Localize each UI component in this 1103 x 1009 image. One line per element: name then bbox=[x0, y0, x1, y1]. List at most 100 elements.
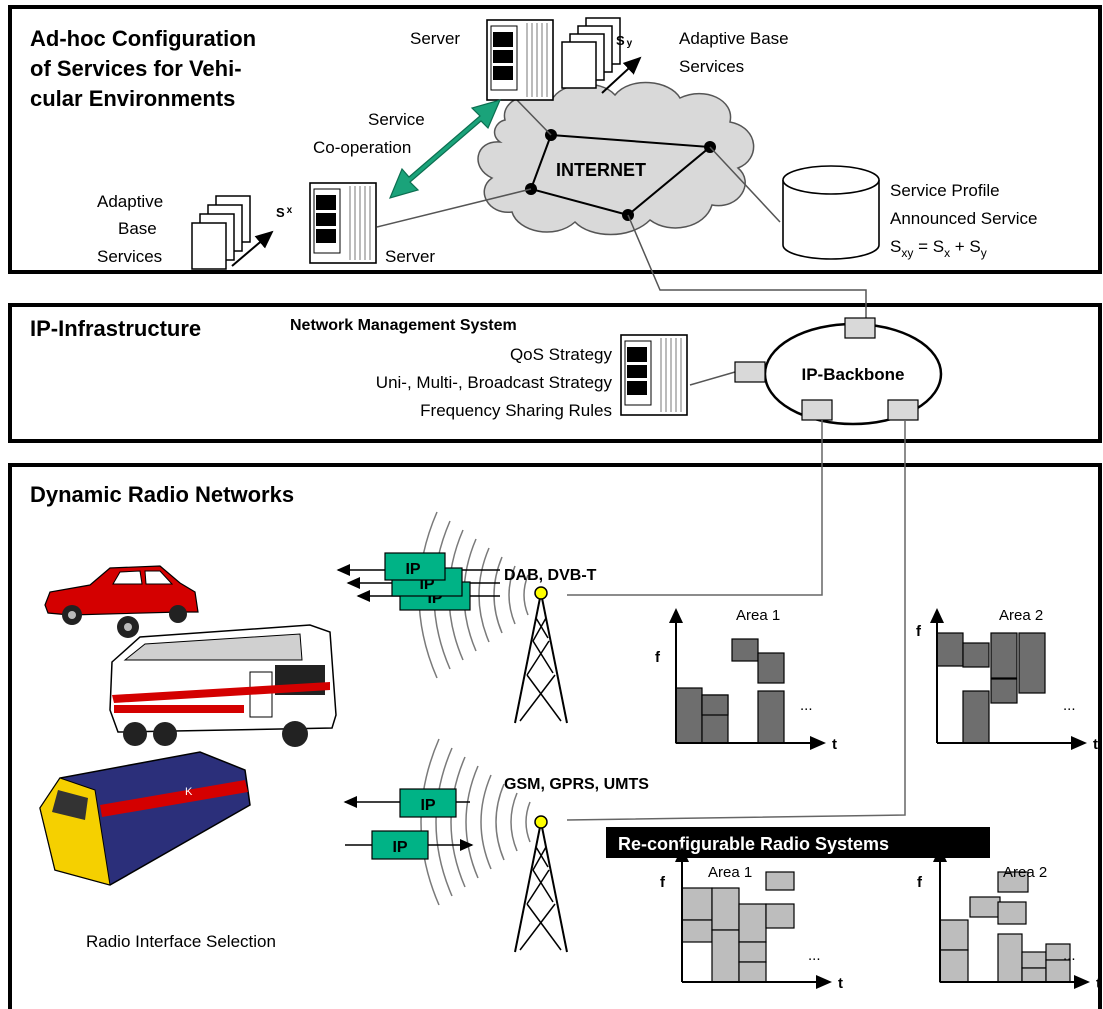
link-nms-backbone bbox=[689, 371, 736, 386]
spectrum-block bbox=[711, 929, 740, 983]
radio-selection-label: Radio Interface Selection bbox=[86, 932, 276, 951]
spectrum-block bbox=[757, 690, 785, 744]
spectrum-block bbox=[939, 949, 969, 983]
cooperation-line1: Service bbox=[368, 110, 425, 129]
link-backbone-cellular bbox=[566, 420, 906, 821]
spectrum-block bbox=[711, 887, 740, 931]
spectrum-block bbox=[997, 933, 1023, 983]
broadcast-label: DAB, DVB-T bbox=[504, 567, 597, 584]
adaptive-top-line1: Adaptive Base bbox=[679, 29, 789, 48]
adhoc-title-line3: cular Environments bbox=[30, 86, 235, 111]
internet-label: INTERNET bbox=[556, 160, 646, 180]
car-icon bbox=[44, 565, 199, 638]
section-ip-frame bbox=[8, 303, 1102, 443]
spectrum-block bbox=[997, 871, 1029, 893]
svg-text:K: K bbox=[185, 786, 193, 798]
profile-line2: Announced Service bbox=[890, 209, 1037, 228]
train-icon: K bbox=[39, 751, 251, 886]
cellular-tower-icon bbox=[514, 815, 568, 953]
nms-server-icon bbox=[620, 334, 688, 416]
spectrum-block bbox=[936, 632, 964, 667]
ip-packet-broadcast-1: IP bbox=[384, 552, 446, 581]
spectrum-block bbox=[701, 694, 729, 716]
cellular-label: GSM, GPRS, UMTS bbox=[504, 776, 649, 793]
backbone-router-bottom-right bbox=[887, 399, 919, 421]
time-axis-label: t bbox=[1093, 736, 1098, 753]
sx-arrow bbox=[231, 230, 274, 267]
spectrum-block bbox=[731, 638, 759, 662]
ip-backbone-label: IP-Backbone bbox=[802, 365, 905, 384]
spectrum-block bbox=[765, 903, 795, 929]
area-label: Area 2 bbox=[1003, 864, 1047, 881]
link-profile-db bbox=[709, 146, 781, 223]
ft-grid-cellular-area2: f t Area 2... bbox=[917, 847, 1101, 992]
freq-axis-label: f bbox=[916, 623, 922, 640]
spectrum-block bbox=[939, 919, 969, 951]
spectrum-block bbox=[997, 901, 1027, 925]
server-top-label: Server bbox=[410, 29, 460, 48]
area-label: Area 1 bbox=[736, 607, 780, 624]
nms-item-qos: QoS Strategy bbox=[510, 345, 613, 364]
nms-item-frequency: Frequency Sharing Rules bbox=[420, 401, 612, 420]
broadcast-tower-icon bbox=[514, 586, 568, 724]
adaptive-left-line1: Adaptive bbox=[97, 192, 163, 211]
nms-title: Network Management System bbox=[290, 317, 517, 334]
profile-formula: Sxy = Sx + Sy bbox=[890, 237, 987, 260]
sy-arrow bbox=[601, 56, 642, 94]
link-internet-backbone bbox=[627, 214, 867, 318]
svg-text:IP: IP bbox=[420, 797, 435, 814]
spectrum-block bbox=[1018, 632, 1046, 694]
spectrum-block bbox=[738, 961, 767, 983]
freq-axis-label: f bbox=[917, 874, 923, 891]
server-bottom-icon bbox=[309, 182, 377, 264]
server-top-icon bbox=[486, 19, 554, 101]
cooperation-arrow bbox=[388, 99, 502, 199]
spectrum-block bbox=[990, 632, 1018, 679]
spectrum-block bbox=[1021, 967, 1047, 983]
profile-database-icon bbox=[782, 165, 880, 260]
link-top-server bbox=[514, 97, 552, 136]
spectrum-block bbox=[738, 903, 767, 943]
spectrum-block bbox=[681, 887, 713, 921]
spectrum-block bbox=[765, 871, 795, 891]
link-bottom-server bbox=[376, 188, 532, 228]
reconfig-label: Re-configurable Radio Systems bbox=[618, 834, 889, 854]
section-adhoc-frame bbox=[8, 5, 1102, 274]
spectrum-block bbox=[675, 687, 703, 744]
ellipsis-label: ... bbox=[800, 697, 813, 714]
cooperation-line2: Co-operation bbox=[313, 138, 411, 157]
spectrum-block bbox=[969, 896, 1001, 918]
link-backbone-broadcast bbox=[567, 420, 823, 596]
ellipsis-label: ... bbox=[808, 947, 821, 964]
spectrum-block bbox=[757, 652, 785, 684]
radio-title: Dynamic Radio Networks bbox=[30, 482, 294, 507]
server-bottom-label: Server bbox=[385, 247, 435, 266]
backbone-router-top bbox=[844, 317, 876, 339]
nms-item-broadcast: Uni-, Multi-, Broadcast Strategy bbox=[376, 373, 613, 392]
spectrum-block bbox=[990, 678, 1018, 704]
spectrum-block bbox=[738, 941, 767, 963]
cellular-waves bbox=[420, 738, 531, 906]
adaptive-top-line2: Services bbox=[679, 57, 744, 76]
ip-title: IP-Infrastructure bbox=[30, 316, 201, 341]
adhoc-title-line2: of Services for Vehi- bbox=[30, 56, 242, 81]
freq-axis-label: f bbox=[660, 874, 666, 891]
ip-packet-cellular-down: IP bbox=[399, 788, 457, 818]
area-label: Area 2 bbox=[999, 607, 1043, 624]
spectrum-block bbox=[962, 642, 990, 668]
spectrum-block bbox=[1021, 951, 1047, 969]
spectrum-block bbox=[681, 919, 713, 943]
svg-text:IP: IP bbox=[392, 839, 407, 856]
internet-cloud bbox=[477, 81, 755, 236]
time-axis-label: t bbox=[1096, 975, 1101, 992]
doc-stack-top-icon bbox=[561, 17, 621, 89]
ellipsis-label: ... bbox=[1063, 947, 1076, 964]
backbone-router-left bbox=[734, 361, 766, 383]
svg-text:IP: IP bbox=[405, 561, 420, 578]
adhoc-title-line1: Ad-hoc Configuration bbox=[30, 26, 256, 51]
